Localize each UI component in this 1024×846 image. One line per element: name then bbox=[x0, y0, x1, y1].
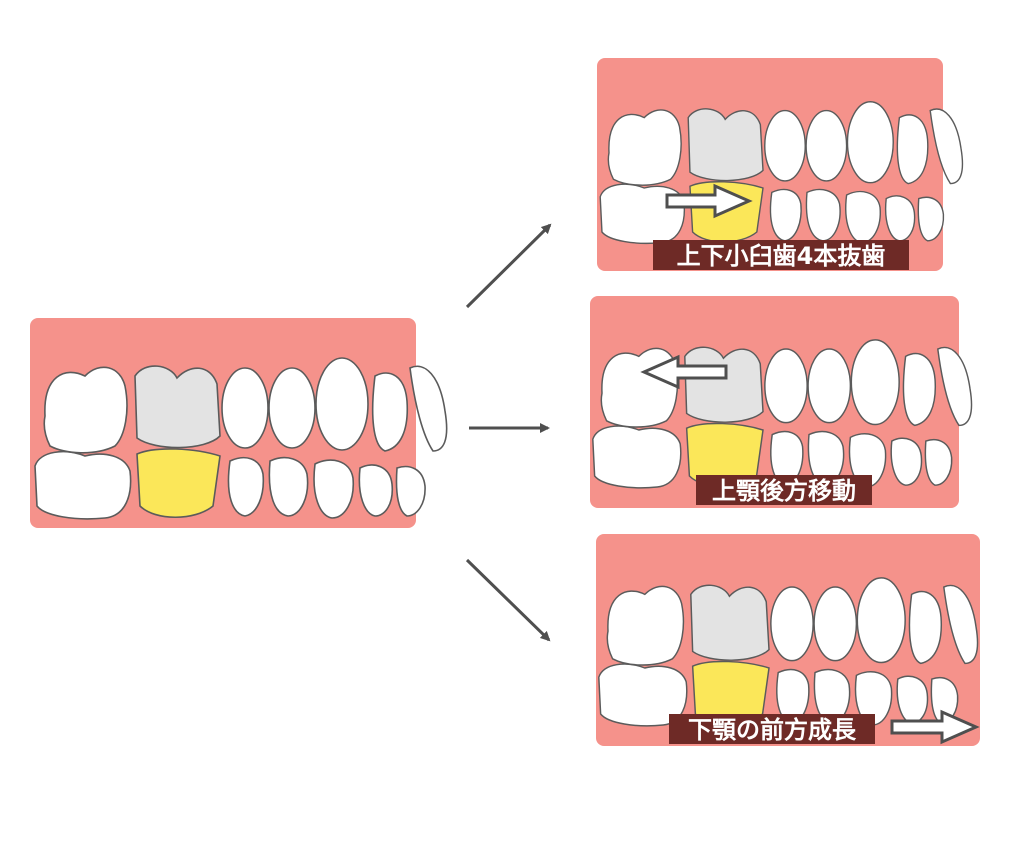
caption-top: 上下小臼歯4本抜歯 bbox=[677, 242, 886, 270]
option-panel-top: 上下小臼歯4本抜歯 bbox=[597, 58, 964, 271]
shift-arrow-right bbox=[890, 709, 980, 745]
caption-background bbox=[669, 714, 875, 744]
caption-middle: 上顎後方移動 bbox=[712, 477, 856, 505]
caption-bottom: 下顎の前方成長 bbox=[688, 716, 857, 744]
caption-background bbox=[696, 475, 872, 505]
shift-arrow-right bbox=[665, 183, 753, 219]
option-panel-bottom: 下顎の前方成長 bbox=[596, 534, 980, 746]
shift-arrow-left bbox=[640, 354, 728, 390]
original-bite-panel bbox=[30, 318, 448, 528]
arrow-to-bottom-option bbox=[465, 558, 551, 642]
caption-background bbox=[653, 240, 909, 270]
arrow-to-top-option bbox=[465, 223, 552, 309]
option-panel-middle: 上顎後方移動 bbox=[590, 296, 973, 508]
teeth-illustration bbox=[34, 357, 448, 520]
